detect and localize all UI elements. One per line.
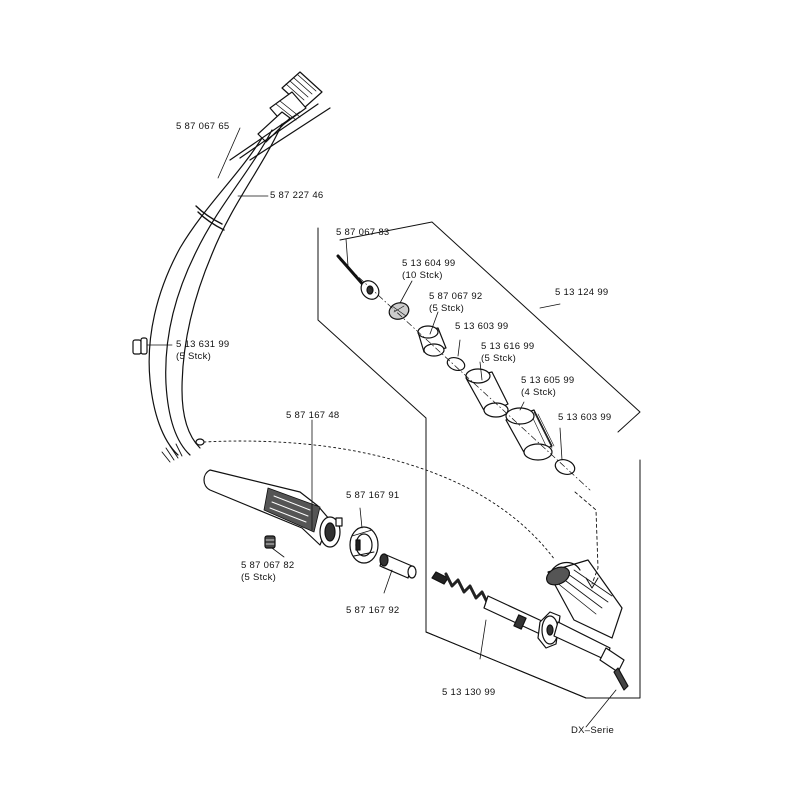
label-series: DX–Serie xyxy=(571,725,615,736)
label-knurled-sleeve: 5 13 605 99 (4 Stck) xyxy=(521,375,575,399)
knurled-sleeve-part xyxy=(505,407,555,461)
label-filter-qty: (10 Stck) xyxy=(402,270,443,281)
label-nozzle-sleeve-qty: (5 Stck) xyxy=(481,353,517,364)
label-knurled-sleeve-number: 5 13 605 99 xyxy=(521,375,575,386)
label-set-screw-qty: (5 Stck) xyxy=(241,572,277,583)
label-clip: 5 13 631 99 (5 Stck) xyxy=(176,339,230,363)
handle-part xyxy=(203,469,343,548)
label-hose-connector: 5 87 067 65 xyxy=(176,121,230,132)
leader-lines xyxy=(146,127,617,728)
nozzle-pin-part xyxy=(336,254,380,300)
label-filter: 5 13 604 99 (10 Stck) xyxy=(402,258,456,282)
label-o-ring-upper: 5 13 603 99 xyxy=(455,321,509,332)
bracket-upper-kit xyxy=(339,221,641,433)
ring-part xyxy=(349,526,379,564)
heater-part xyxy=(431,571,545,635)
clip-part xyxy=(132,337,148,355)
label-nozzle-sleeve: 5 13 616 99 (5 Stck) xyxy=(481,341,535,365)
hose-connector-part xyxy=(257,71,323,143)
label-o-ring-lower: 5 13 603 99 xyxy=(558,412,612,423)
filter-part xyxy=(388,302,410,320)
label-nozzle-kit: 5 13 124 99 xyxy=(555,287,609,298)
label-set-screw: 5 87 067 82 (5 Stck) xyxy=(241,560,295,584)
tip-assembly-part xyxy=(537,559,629,691)
label-handle: 5 87 167 48 xyxy=(286,410,340,421)
sleeve-part xyxy=(379,553,417,579)
label-cap-number: 5 87 067 92 xyxy=(429,291,483,302)
label-heater-assembly: 5 13 130 99 xyxy=(442,687,496,698)
o-ring-lower-part xyxy=(554,458,576,476)
cap-part xyxy=(417,325,447,357)
label-clip-number: 5 13 631 99 xyxy=(176,339,230,350)
label-cap-qty: (5 Stck) xyxy=(429,303,465,314)
bracket-heater xyxy=(425,631,587,699)
set-screw-part xyxy=(264,535,276,549)
label-filter-number: 5 13 604 99 xyxy=(402,258,456,269)
label-set-screw-number: 5 87 067 82 xyxy=(241,560,295,571)
label-nozzle-pin: 5 87 067 83 xyxy=(336,227,390,238)
nozzle-sleeve-part xyxy=(465,368,509,418)
label-hose: 5 87 227 46 xyxy=(270,190,324,201)
hose-bundle xyxy=(148,103,331,456)
routing-line xyxy=(203,440,556,561)
label-nozzle-sleeve-number: 5 13 616 99 xyxy=(481,341,535,352)
dashed-arrow xyxy=(574,491,599,585)
label-ring: 5 87 167 91 xyxy=(346,490,400,501)
label-knurled-sleeve-qty: (4 Stck) xyxy=(521,387,557,398)
label-clip-qty: (5 Stck) xyxy=(176,351,212,362)
label-sleeve: 5 87 167 92 xyxy=(346,605,400,616)
label-cap: 5 87 067 92 (5 Stck) xyxy=(429,291,483,315)
o-ring-upper-part xyxy=(446,356,466,372)
arrow-head xyxy=(585,577,599,589)
nozzle-axis-line xyxy=(339,259,591,491)
